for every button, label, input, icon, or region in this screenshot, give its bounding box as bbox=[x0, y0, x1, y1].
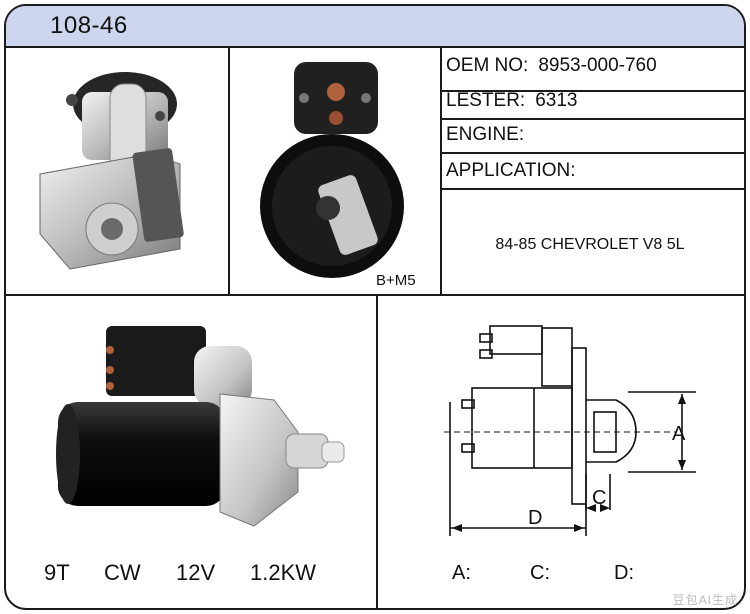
engine-row: ENGINE: bbox=[446, 124, 534, 146]
rotation-value: CW bbox=[104, 560, 141, 585]
terminal-note: B+M5 bbox=[376, 272, 416, 289]
lester-value: 6313 bbox=[535, 90, 578, 111]
divider-spec2 bbox=[440, 118, 744, 120]
power-value: 1.2KW bbox=[250, 560, 317, 585]
diagram-label-c: C bbox=[592, 487, 606, 509]
divider-v2 bbox=[440, 46, 442, 294]
part-number-title: 108-46 bbox=[50, 12, 128, 39]
dim-c-label: C: bbox=[530, 562, 550, 584]
lester-row: LESTER: 6313 bbox=[446, 90, 577, 112]
diagram-label-d: D bbox=[528, 507, 542, 529]
lester-label: LESTER: bbox=[446, 90, 526, 111]
application-value: 84-85 CHEVROLET V8 5L bbox=[495, 236, 685, 253]
oem-row: OEM NO: 8953-000-760 bbox=[446, 55, 657, 77]
engine-label: ENGINE: bbox=[446, 124, 525, 145]
starter-photo-side bbox=[39, 72, 184, 270]
starter-photo-full bbox=[56, 326, 345, 527]
dimension-drawing: A C D bbox=[444, 325, 696, 536]
application-row: APPLICATION: bbox=[446, 160, 586, 182]
divider-h-main bbox=[6, 294, 744, 296]
voltage-value: 12V bbox=[176, 560, 216, 585]
oem-value: 8953-000-760 bbox=[538, 55, 657, 76]
dim-a-label: A: bbox=[452, 562, 471, 584]
application-label: APPLICATION: bbox=[446, 160, 576, 181]
divider-spec1 bbox=[440, 90, 744, 92]
oem-label: OEM NO: bbox=[446, 55, 529, 76]
divider-spec4 bbox=[440, 188, 744, 190]
teeth-value: 9T bbox=[44, 560, 70, 585]
divider-v3 bbox=[376, 294, 378, 608]
dim-d-label: D: bbox=[614, 562, 634, 584]
starter-photo-front bbox=[260, 62, 404, 278]
diagram-label-a: A bbox=[672, 423, 686, 445]
title-bar: 108-46 bbox=[6, 6, 744, 48]
divider-spec3 bbox=[440, 152, 744, 154]
watermark: 豆包AI生成 bbox=[672, 593, 738, 607]
divider-v1 bbox=[228, 46, 230, 294]
